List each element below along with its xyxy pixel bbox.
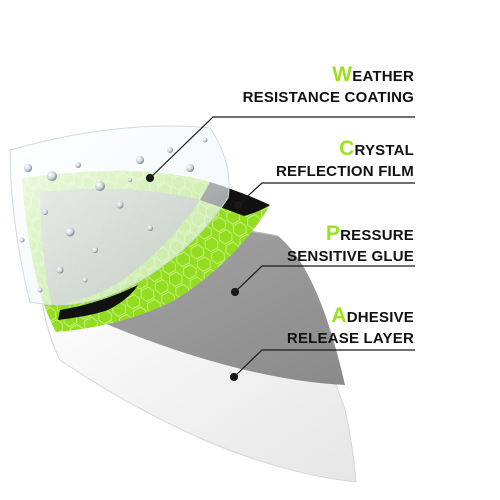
label-pressure-rest: RESSURE <box>340 227 414 244</box>
label-adhesive: ADHESIVE RELEASE LAYER <box>287 305 414 346</box>
initial-adhesive: A <box>331 304 347 327</box>
label-pressure: PRESSURE SENSITIVE GLUE <box>287 223 414 264</box>
label-adhesive-line2: RELEASE LAYER <box>286 330 414 347</box>
label-adhesive-rest: DHESIVE <box>346 309 414 326</box>
label-crystal-line2: REFLECTION FILM <box>276 163 414 180</box>
label-crystal: CRYSTAL REFLECTION FILM <box>276 138 414 179</box>
weather-coating-layer <box>9 125 230 306</box>
label-weather: WEATHER RESISTANCE COATING <box>243 64 414 105</box>
label-crystal-rest: RYSTAL <box>354 142 414 159</box>
water-droplets <box>19 137 208 293</box>
leader-crystal <box>237 182 415 206</box>
film-edge-band-lower <box>58 285 138 320</box>
label-weather-rest: EATHER <box>352 68 414 85</box>
initial-weather: W <box>332 63 353 86</box>
leader-adhesive <box>233 349 415 378</box>
initial-pressure: P <box>325 222 341 245</box>
label-pressure-line2: SENSITIVE GLUE <box>287 248 414 265</box>
initial-crystal: C <box>339 137 355 160</box>
label-weather-line2: RESISTANCE COATING <box>242 89 414 106</box>
leader-pressure <box>234 265 415 293</box>
leader-lines <box>145 116 415 382</box>
leader-weather <box>149 116 415 179</box>
